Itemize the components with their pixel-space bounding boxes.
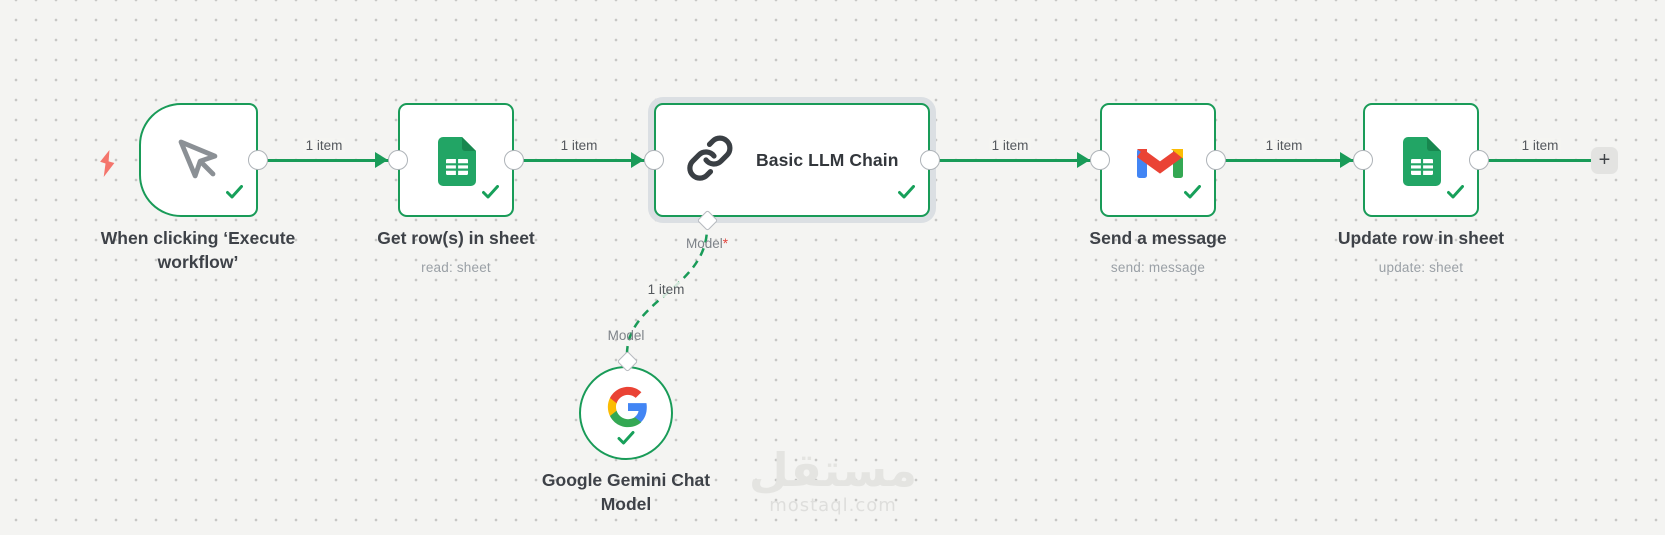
port-input-get-rows[interactable] [388, 150, 408, 170]
success-check-icon [1447, 185, 1464, 204]
success-check-icon [226, 185, 243, 204]
port-input-update-row[interactable] [1353, 150, 1373, 170]
connection-items-label: 1 item [1518, 138, 1562, 153]
node-manual-trigger[interactable] [139, 103, 258, 217]
connection-getrows-to-llmchain[interactable] [514, 159, 648, 162]
node-gemini-chat-model[interactable] [579, 366, 673, 460]
node-update-row[interactable] [1363, 103, 1479, 217]
port-output-gmail[interactable] [1206, 150, 1226, 170]
connection-items-label: 1 item [988, 138, 1032, 153]
watermark-domain: mostaql.com [769, 495, 897, 516]
node-label-get-rows: Get row(s) in sheet read: sheet [377, 227, 535, 279]
port-output-get-rows[interactable] [504, 150, 524, 170]
node-label-manual-trigger: When clicking ‘Execute workflow’ [100, 228, 296, 272]
success-check-icon [482, 185, 499, 204]
gmail-icon [1134, 142, 1186, 187]
model-output-label: Model [607, 328, 645, 343]
node-label-gemini: Google Gemini Chat Model [541, 470, 711, 514]
success-check-icon [617, 431, 635, 450]
google-sheets-icon [1403, 137, 1441, 191]
trigger-bolt-icon [100, 150, 115, 182]
port-output-llm-chain[interactable] [920, 150, 940, 170]
node-subtitle: update: sheet [1378, 259, 1464, 275]
google-g-icon [606, 385, 650, 434]
node-basic-llm-chain[interactable]: Basic LLM Chain [654, 103, 930, 217]
add-node-button[interactable]: + [1591, 147, 1618, 174]
node-subtitle: read: sheet [421, 259, 491, 275]
connection-trigger-to-getrows[interactable] [258, 159, 392, 162]
arrowhead-icon [1077, 152, 1090, 168]
connection-items-label: 1 item [302, 138, 346, 153]
google-sheets-icon [438, 137, 476, 191]
arrowhead-icon [375, 152, 388, 168]
node-label-gmail: Send a message send: message [1089, 227, 1226, 279]
node-gmail-send[interactable] [1100, 103, 1216, 217]
mouse-pointer-icon [175, 136, 223, 189]
success-check-icon [898, 185, 915, 204]
success-check-icon [1184, 185, 1201, 204]
connection-items-label: 1 item [557, 138, 601, 153]
node-get-rows[interactable] [398, 103, 514, 217]
watermark: مستقل mostaql.com [749, 444, 917, 516]
port-input-llm-chain[interactable] [644, 150, 664, 170]
port-output-manual-trigger[interactable] [248, 150, 268, 170]
connection-items-label: 1 item [1262, 138, 1306, 153]
node-label-update-row: Update row in sheet update: sheet [1338, 227, 1504, 279]
port-output-update-row[interactable] [1469, 150, 1489, 170]
node-subtitle: send: message [1110, 259, 1206, 275]
node-inline-title: Basic LLM Chain [756, 149, 899, 170]
model-input-label: Model* [685, 236, 729, 251]
connection-items-label: 1 item [644, 282, 688, 297]
chain-link-icon [686, 134, 734, 187]
connection-gmail-to-updaterow[interactable] [1216, 159, 1357, 162]
arrowhead-icon [1340, 152, 1353, 168]
port-input-gmail[interactable] [1090, 150, 1110, 170]
watermark-arabic: مستقل [748, 443, 918, 497]
arrowhead-icon [631, 152, 644, 168]
connection-llmchain-to-gmail[interactable] [930, 159, 1094, 162]
connection-updaterow-to-add[interactable] [1479, 159, 1591, 162]
